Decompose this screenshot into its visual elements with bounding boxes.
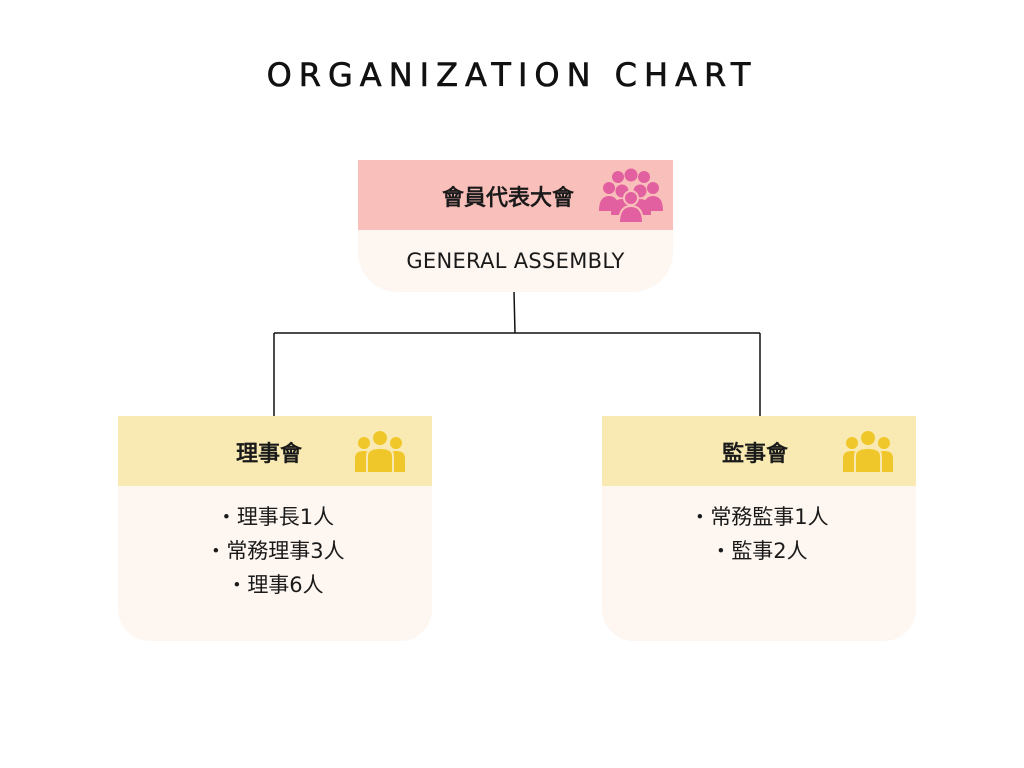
board-header: 監事會: [602, 416, 916, 486]
board-label: 理事會: [236, 442, 303, 467]
board-label: 監事會: [722, 442, 789, 467]
general-assembly-body: GENERAL ASSEMBLY: [358, 230, 673, 292]
board-role-list: 常務監事1人 監事2人: [602, 500, 916, 568]
board-role-list: 理事長1人 常務理事3人 理事6人: [118, 500, 432, 602]
team-icon: [354, 428, 406, 478]
general-assembly-node: 會員代表大會: [358, 160, 673, 292]
role-item: 理事6人: [226, 568, 323, 602]
role-item: 常務理事3人: [205, 534, 344, 568]
board-node-directors: 理事會 理事長1人 常務理事3人 理: [118, 416, 432, 641]
general-assembly-subtitle: GENERAL ASSEMBLY: [406, 249, 625, 273]
role-item: 常務監事1人: [689, 500, 828, 534]
board-header: 理事會: [118, 416, 432, 486]
role-item: 監事2人: [710, 534, 807, 568]
board-node-supervisors: 監事會 常務監事1人 監事2人: [602, 416, 916, 641]
role-item: 理事長1人: [216, 500, 334, 534]
general-assembly-label: 會員代表大會: [442, 186, 575, 211]
general-assembly-header: 會員代表大會: [358, 160, 673, 230]
people-group-icon: [598, 167, 664, 227]
chart-title: ORGANIZATION CHART: [266, 56, 758, 95]
connector-trunk: [513, 291, 516, 334]
team-icon: [842, 428, 894, 478]
